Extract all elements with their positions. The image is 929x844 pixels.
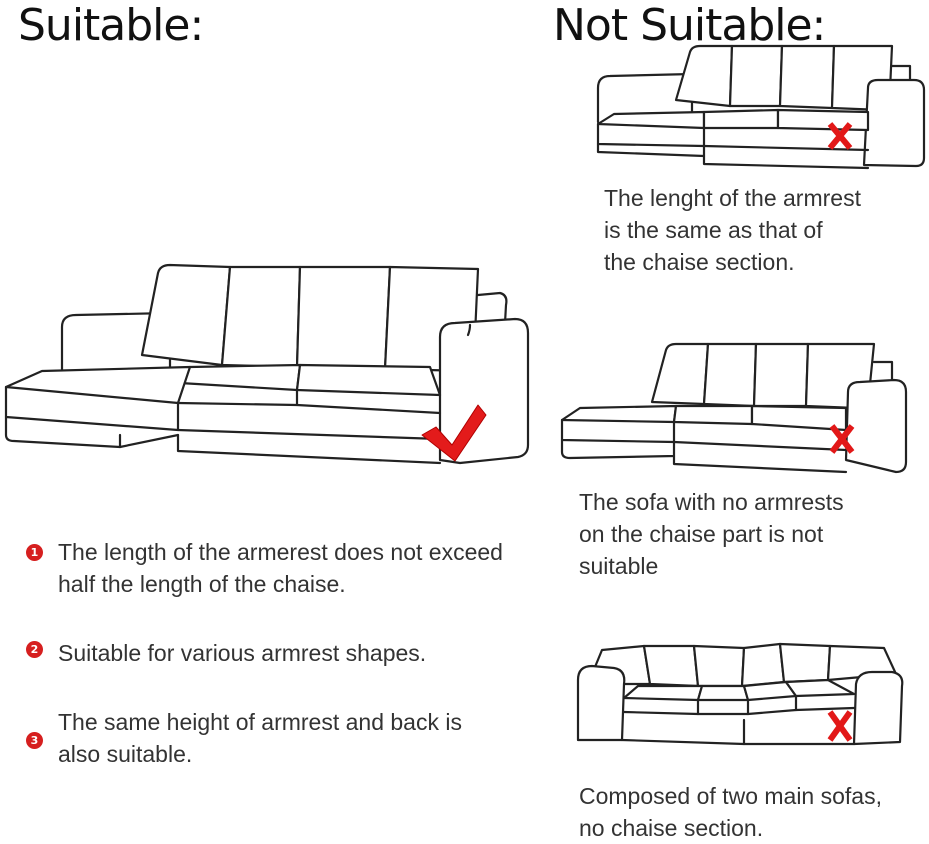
- suitable-sofa-illustration: [4, 263, 530, 465]
- not-suitable-sofa-1-illustration: [596, 44, 926, 170]
- point-text: Suitable for various armrest shapes.: [58, 640, 427, 666]
- point-item-3: 3 The same height of armrest and back is…: [26, 706, 526, 776]
- not-suitable-caption-3: Composed of two main sofas, no chaise se…: [579, 783, 882, 841]
- numbered-bullet-icon: 2: [26, 641, 43, 658]
- point-item-1: 1 The length of the armerest does not ex…: [26, 536, 526, 606]
- point-item-2: 2 Suitable for various armrest shapes.: [26, 637, 526, 677]
- not-suitable-sofa-2-illustration: [560, 342, 908, 474]
- x-mark-icon: [829, 424, 855, 454]
- numbered-bullet-icon: 1: [26, 544, 43, 561]
- x-mark-icon: [827, 122, 853, 150]
- not-suitable-caption-2: The sofa with no armrests on the chaise …: [579, 489, 844, 579]
- x-mark-icon: [827, 710, 853, 742]
- checkmark-icon: [421, 404, 487, 462]
- suitable-heading: Suitable:: [18, 0, 204, 51]
- not-suitable-sofa-3-illustration: [576, 642, 904, 746]
- point-text: The same height of armrest and back is a…: [58, 709, 462, 767]
- not-suitable-caption-1: The lenght of the armrest is the same as…: [604, 185, 861, 275]
- point-text: The length of the armerest does not exce…: [58, 539, 503, 597]
- numbered-bullet-icon: 3: [26, 732, 43, 749]
- not-suitable-heading: Not Suitable:: [553, 0, 826, 51]
